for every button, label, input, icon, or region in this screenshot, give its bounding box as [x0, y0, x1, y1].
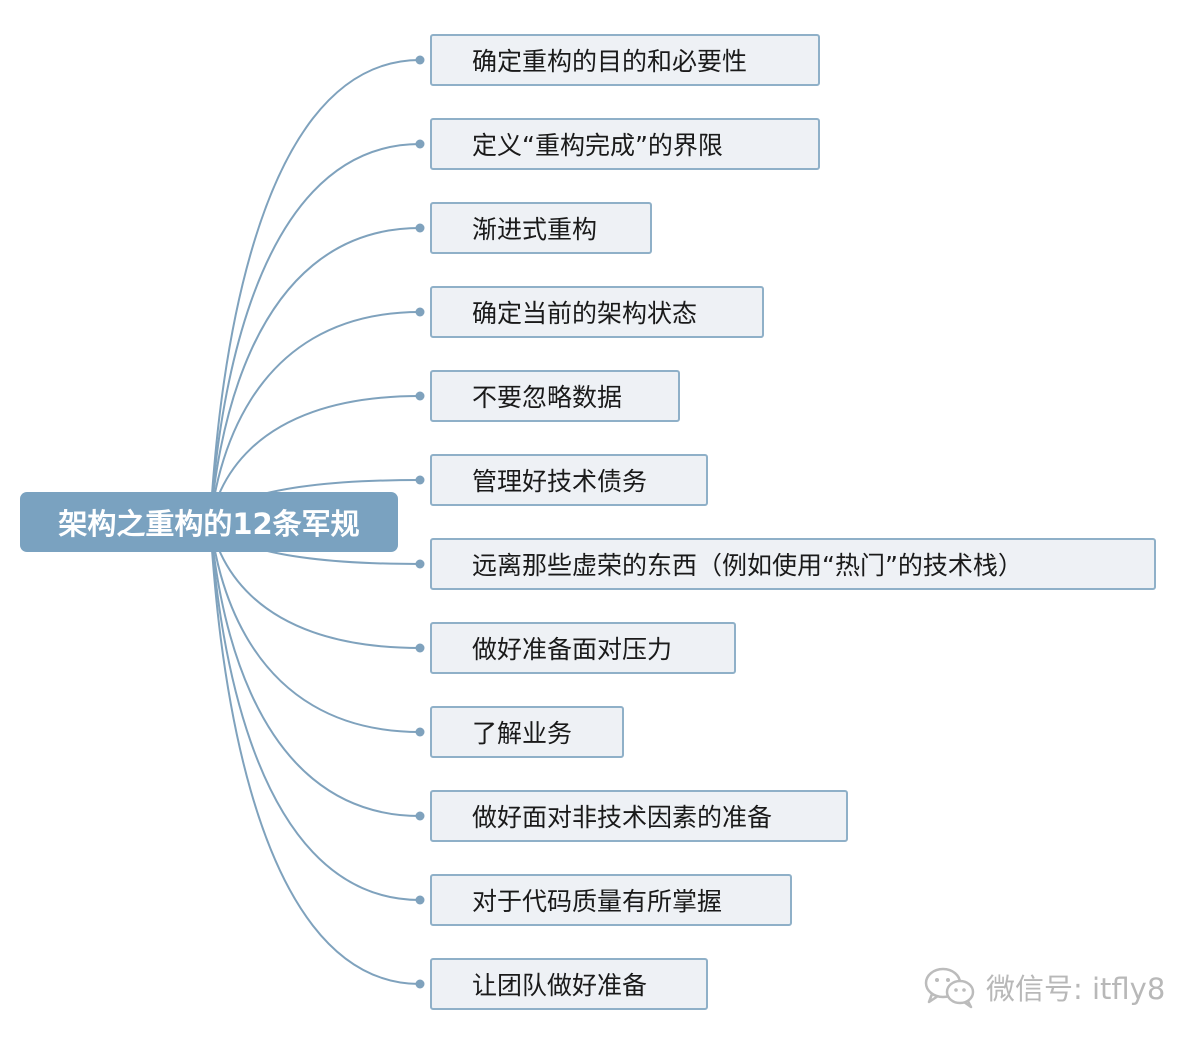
connector-dot-12: [415, 979, 425, 989]
connector-line-4: [209, 311, 421, 523]
connector-dot-9: [415, 727, 425, 737]
connector-line-10: [209, 521, 421, 817]
topic-node-3[interactable]: 渐进式重构: [430, 202, 652, 254]
watermark-text: 微信号: itfly8: [986, 972, 1166, 1006]
connector-line-3: [209, 227, 421, 523]
connector-dot-7: [415, 559, 425, 569]
watermark: 微信号: itfly8: [922, 962, 1165, 1012]
connector-line-9: [209, 521, 421, 733]
connector-line-1: [209, 59, 421, 523]
root-topic[interactable]: 架构之重构的12条军规: [20, 492, 398, 552]
topic-node-1[interactable]: 确定重构的目的和必要性: [430, 34, 820, 86]
connector-dot-1: [415, 55, 425, 65]
topic-node-2[interactable]: 定义“重构完成”的界限: [430, 118, 820, 170]
topic-node-7[interactable]: 远离那些虚荣的东西（例如使用“热门”的技术栈）: [430, 538, 1156, 590]
topic-node-8[interactable]: 做好准备面对压力: [430, 622, 736, 674]
connector-line-2: [209, 143, 421, 523]
connector-line-12: [209, 521, 421, 985]
connector-dot-4: [415, 307, 425, 317]
connector-dot-8: [415, 643, 425, 653]
topic-node-5[interactable]: 不要忽略数据: [430, 370, 680, 422]
topic-node-11[interactable]: 对于代码质量有所掌握: [430, 874, 792, 926]
topic-node-4[interactable]: 确定当前的架构状态: [430, 286, 764, 338]
wechat-icon: [924, 967, 975, 1009]
topic-node-9[interactable]: 了解业务: [430, 706, 624, 758]
topic-node-6[interactable]: 管理好技术债务: [430, 454, 708, 506]
connector-dot-5: [415, 391, 425, 401]
connector-line-11: [209, 521, 421, 901]
connector-dot-10: [415, 811, 425, 821]
topic-node-12[interactable]: 让团队做好准备: [430, 958, 708, 1010]
connector-dot-3: [415, 223, 425, 233]
topic-node-10[interactable]: 做好面对非技术因素的准备: [430, 790, 848, 842]
connector-dot-6: [415, 475, 425, 485]
connector-dot-11: [415, 895, 425, 905]
connector-dot-2: [415, 139, 425, 149]
